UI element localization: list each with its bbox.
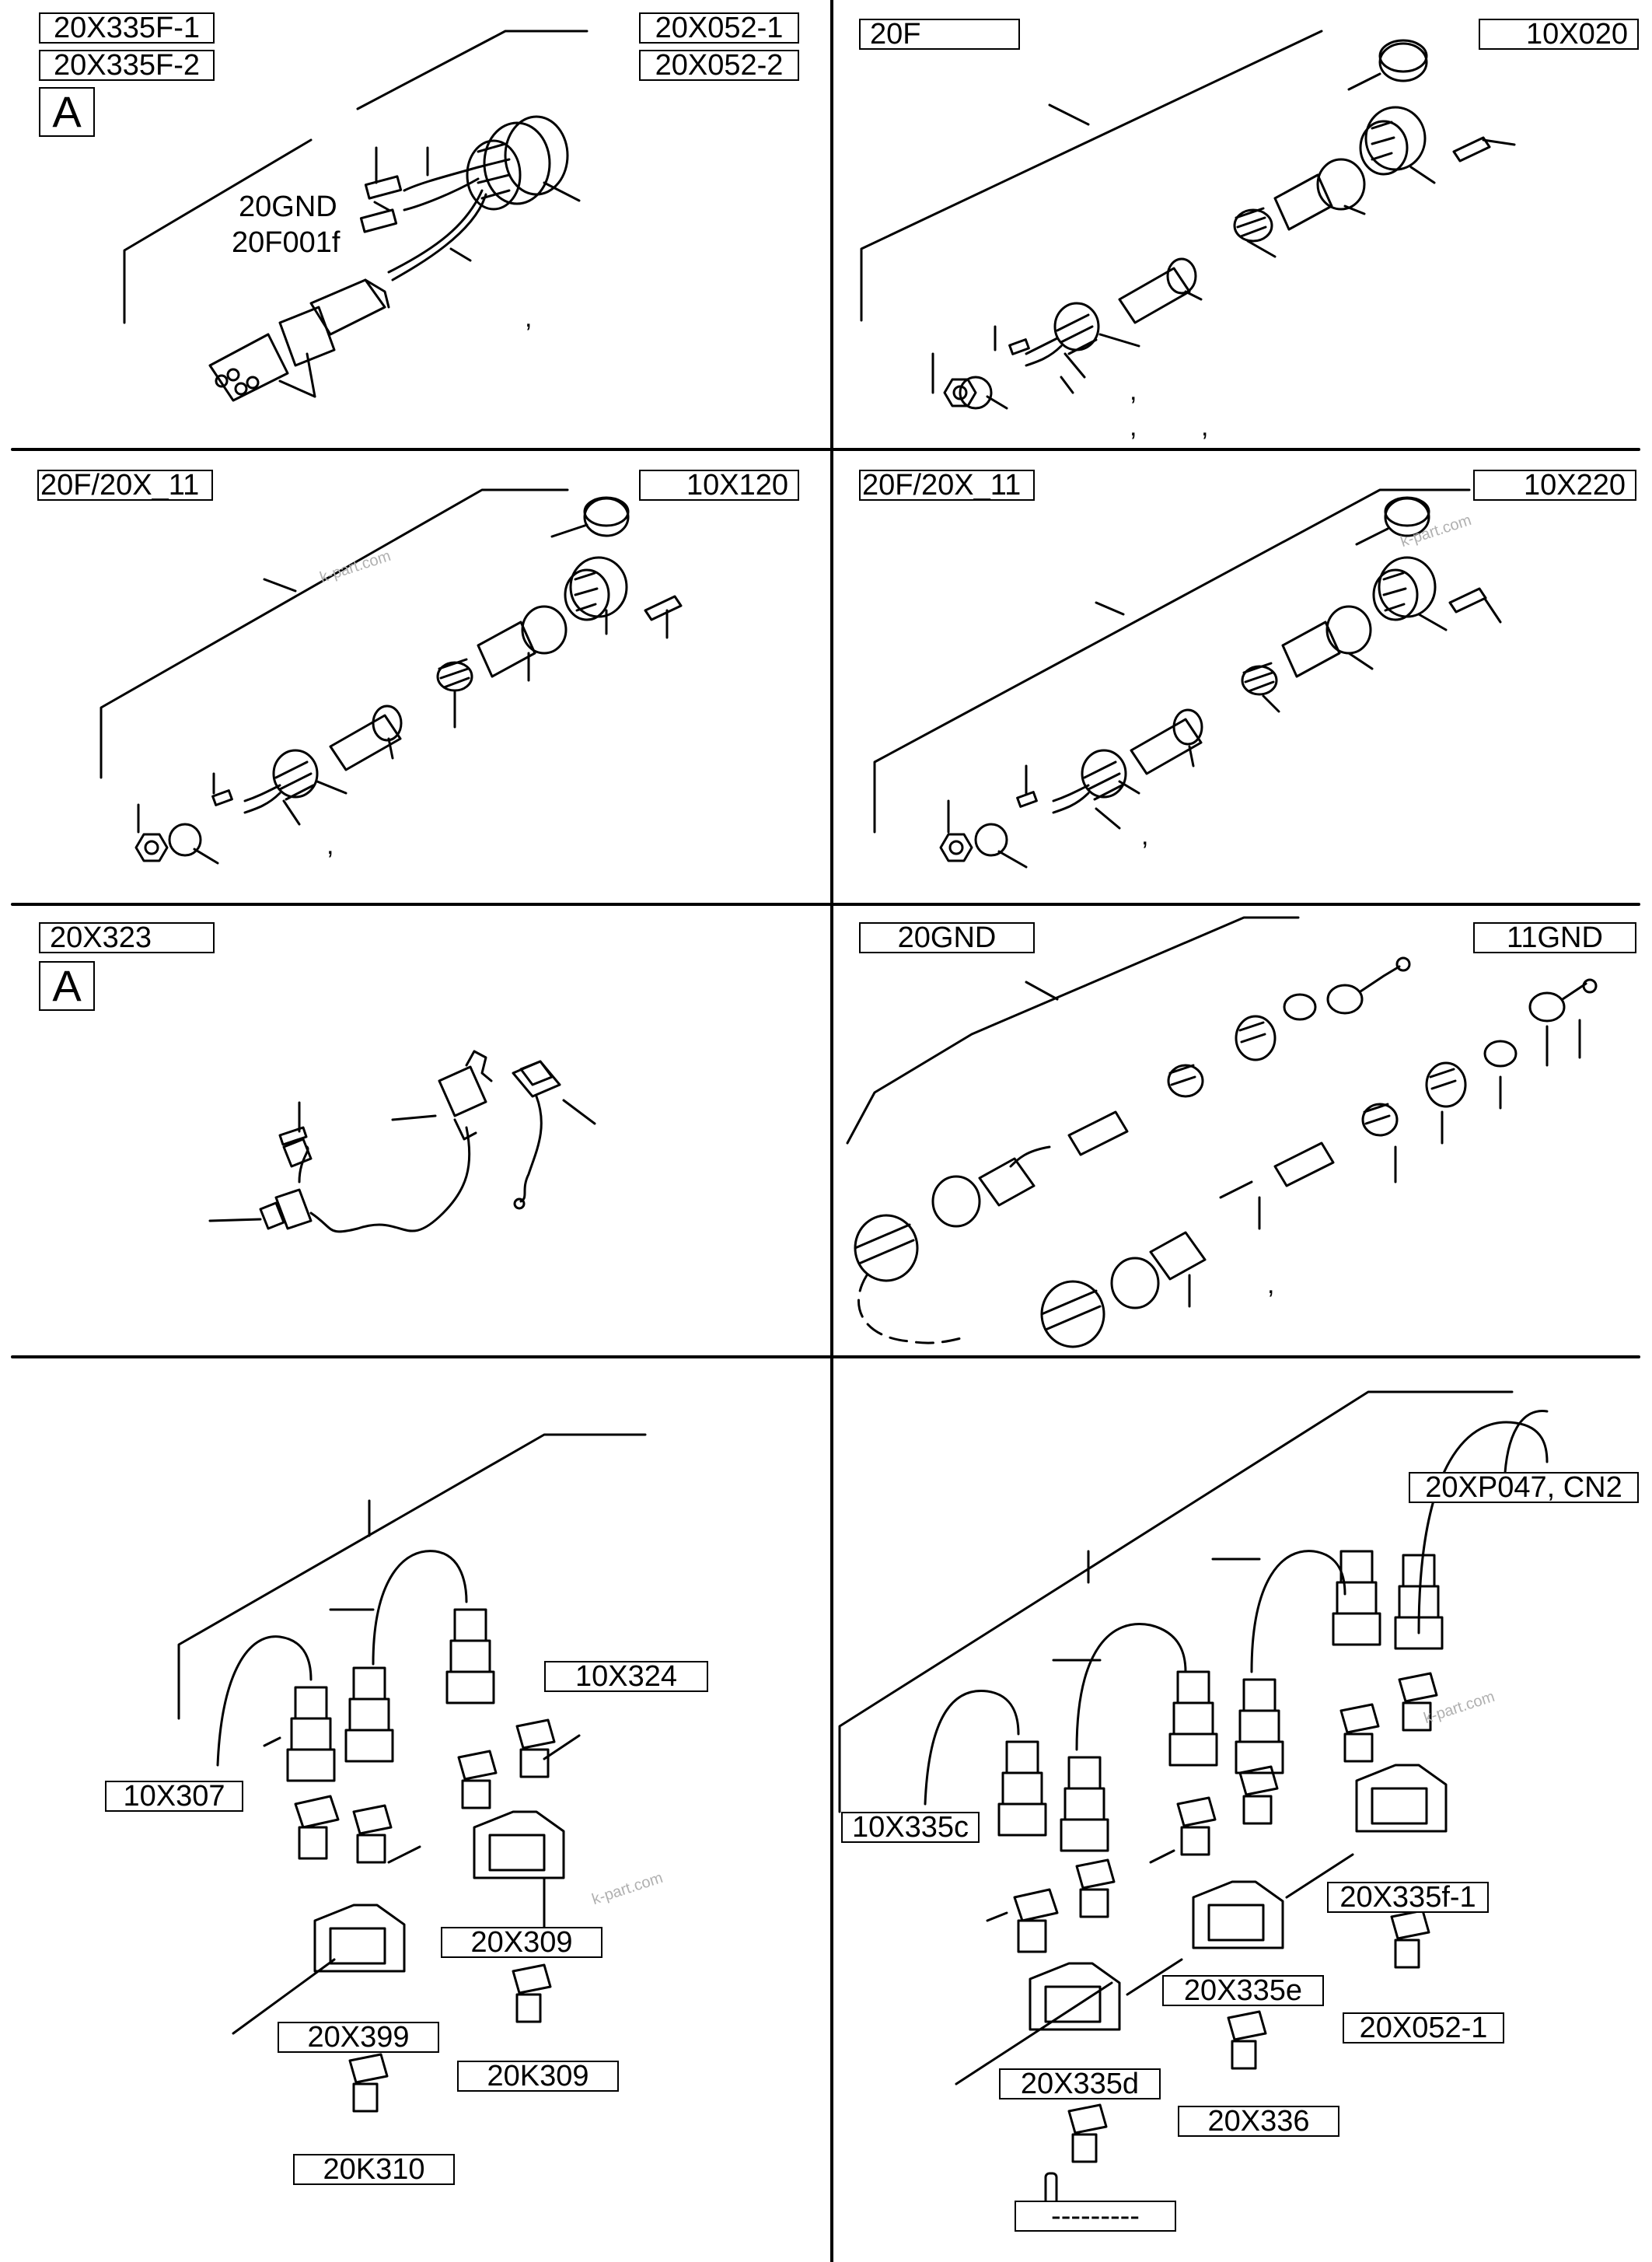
panel-4-drawing <box>873 488 1502 869</box>
panel-8-drawing <box>838 1390 1549 2206</box>
comma-mark: , <box>1267 1270 1275 1299</box>
label-20f: 20F <box>859 19 1020 50</box>
comma-mark: , <box>1141 821 1149 851</box>
label-10x307: 10X307 <box>105 1781 243 1812</box>
label-20x309: 20X309 <box>441 1927 602 1958</box>
panel-5-drawing <box>208 1050 596 1233</box>
label-10x324: 10X324 <box>544 1661 708 1692</box>
comma-mark: , <box>1130 376 1137 406</box>
panel-3-drawing <box>100 488 683 865</box>
label-blank-dashes: --------- <box>1015 2201 1176 2232</box>
label-20x335f-1: 20X335F-1 <box>39 12 215 44</box>
label-10x120: 10X120 <box>639 470 799 501</box>
panel-7-drawing <box>177 1433 647 2113</box>
wire-label-20f001f: 20F001f <box>232 226 341 259</box>
label-11gnd: 11GND <box>1473 922 1636 953</box>
comma-mark: , <box>327 830 334 860</box>
label-20x335f-1: 20X335f-1 <box>1327 1882 1489 1913</box>
label-10x220: 10X220 <box>1473 470 1636 501</box>
panel-6-drawing <box>846 916 1598 1348</box>
label-20x052-2: 20X052-2 <box>639 50 799 81</box>
section-marker-a: A <box>39 87 95 137</box>
label-10x020: 10X020 <box>1479 19 1639 50</box>
panel-2-drawing <box>860 30 1516 410</box>
label-20k309: 20K309 <box>457 2061 619 2092</box>
label-20x052-1: 20X052-1 <box>1343 2012 1504 2043</box>
label-10x335c: 10X335c <box>841 1812 980 1843</box>
label-20x335f-2: 20X335F-2 <box>39 50 215 81</box>
label-20x052-1: 20X052-1 <box>639 12 799 44</box>
label-20x336: 20X336 <box>1178 2106 1339 2137</box>
label-20gnd: 20GND <box>859 922 1035 953</box>
section-marker-a: A <box>39 961 95 1011</box>
label-20xp047-cn2: 20XP047, CN2 <box>1409 1472 1639 1503</box>
label-20x399: 20X399 <box>278 2022 439 2053</box>
label-20f-20x-11: 20F/20X_11 <box>37 470 213 501</box>
wire-label-20gnd: 20GND <box>239 191 337 223</box>
label-20x335e: 20X335e <box>1162 1975 1324 2006</box>
comma-mark: , <box>525 303 533 333</box>
label-20k310: 20K310 <box>293 2154 455 2185</box>
panel-1-drawing <box>123 30 589 402</box>
label-20f-20x-11: 20F/20X_11 <box>859 470 1035 501</box>
grid-lines <box>11 0 1640 2262</box>
label-20x323: 20X323 <box>39 922 215 953</box>
label-20x335d: 20X335d <box>999 2068 1161 2099</box>
comma-mark: , <box>1130 412 1137 442</box>
comma-mark: , <box>1201 412 1209 442</box>
